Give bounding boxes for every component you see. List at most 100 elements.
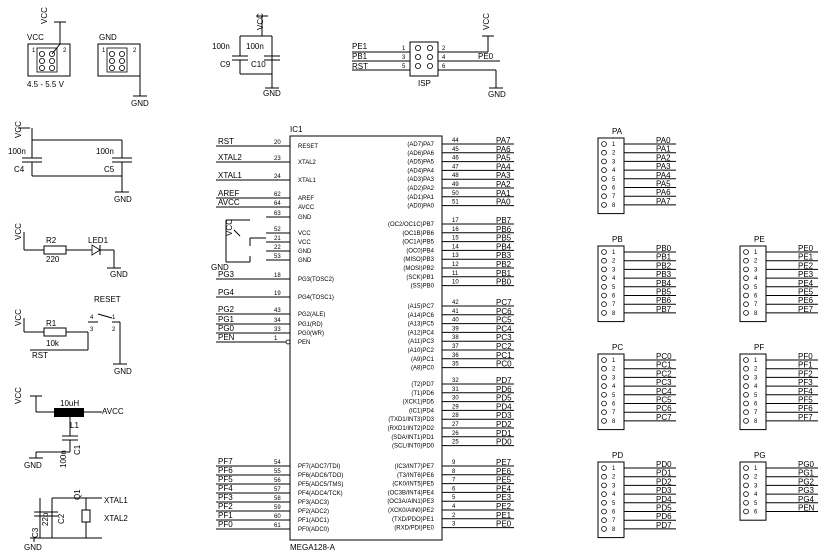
svg-text:RST: RST [352,62,368,71]
svg-text:VCC: VCC [225,219,234,236]
header-net: PE1 [798,253,814,262]
port-header-title: PA [612,127,623,136]
mcu-right-pin-name: (TXD/PDO)PE1 [392,517,435,523]
header-pin-num: 7 [754,410,758,416]
header-net: PEN [798,504,815,513]
header-net: PE2 [798,261,814,270]
mcu-right-pin-num: 3 [452,522,456,528]
header-net: PD7 [656,521,672,530]
header-net: PB2 [656,261,672,270]
mcu-right-pin-name: (AD4)PA4 [407,168,434,174]
header-pin [743,257,749,264]
mcu-right-pin-name: (A11)PC3 [408,339,435,345]
mcu-left-pin-name: PF2(ADC2) [298,509,329,515]
mcu-right-net: PE2 [496,502,512,511]
mcu-left-net: AVCC [218,198,240,207]
mcu-left-pin-num: 58 [274,496,281,502]
header-net: PA2 [656,153,671,162]
mcu-left-pin-num: 20 [274,140,281,146]
header-pin-num: 8 [612,527,616,533]
power-headers: VCC VCC 1 2 4.5 - 5.5 V GND 1 2 GND [27,7,149,108]
header-pin [743,383,749,389]
svg-text:1: 1 [102,48,106,54]
svg-text:6: 6 [442,64,446,70]
header-connector [739,353,767,431]
header-net: PE7 [798,305,814,314]
svg-text:GND: GND [263,89,281,98]
header-net: PF0 [798,352,813,361]
mcu-left-pin-num: 18 [274,273,281,279]
header-connector [739,245,767,323]
header-net: PA7 [656,197,671,206]
mcu-left-net: XTAL2 [218,153,242,162]
mcu-right-pin-name: (SS)PB0 [411,284,435,290]
header-pin [601,158,607,165]
mcu-right-net: PE6 [496,467,512,476]
mcu-left-pin-num: 23 [274,156,281,162]
header-pin-num: 2 [612,151,616,157]
mcu-left-pin-name: PF0(ADC0) [298,527,329,533]
svg-text:GND: GND [24,543,42,552]
mcu-left-net: PF4 [218,484,233,493]
header-pin-num: 3 [612,267,616,273]
header-pin-num: 5 [612,285,616,291]
mcu-right-pin-name: (RXD/PDI)PE0 [394,526,434,532]
header-pin-num: 7 [612,302,616,308]
mcu-left-net: PF3 [218,493,233,502]
mcu-left-pin-name: RESET [298,144,318,150]
mcu-right-pin-num: 38 [452,335,459,341]
header-net: PC5 [656,396,672,405]
header-pin [743,465,749,471]
svg-text:2: 2 [442,46,446,52]
c9-value: 100n [212,42,230,51]
mcu-right-pin-num: 41 [452,309,459,315]
svg-text:22p: 22p [41,512,50,526]
mcu-right-net: PB1 [496,269,512,278]
mcu-right-net: PD7 [496,376,512,385]
mcu-left-pin-num: 19 [274,291,281,297]
header-pin [601,517,607,523]
decoupling-caps-left: VCC 100n C4 100n C5 GND [8,121,132,204]
mcu-left-pin-num: 55 [274,469,281,475]
avcc-filter: VCC 10uH L1 AVCC 100n C1 GND [14,387,124,470]
mcu-right-net: PB2 [496,260,512,269]
mcu-right-pin-num: 17 [452,218,459,224]
mcu-left-pin-name: PG3(TOSC2) [298,277,334,283]
header-net: PF3 [798,378,813,387]
mcu-right-pin-name: (A10)PC2 [408,348,435,354]
mcu-right-pin-name: (CK0/INT5)PE5 [392,482,434,488]
mcu-right-pin-name: (OC1A)PB5 [402,240,434,246]
svg-text:100n: 100n [8,147,26,156]
header-pin [743,409,749,416]
l1-inductor [54,408,84,417]
mcu-right-pin-name: (AD1)PA1 [407,195,434,201]
header-pin [601,508,607,515]
mcu-right-pin-num: 25 [452,440,459,446]
svg-text:1: 1 [112,315,116,321]
mcu-right-net: PD4 [496,402,512,411]
header-pin-num: 3 [612,375,616,381]
svg-text:RST: RST [32,351,48,360]
header-pin [601,418,607,424]
header-pin-num: 7 [612,194,616,200]
header-pin [601,409,607,416]
svg-text:GND: GND [114,195,132,204]
header-net: PF2 [798,369,813,378]
mcu-right-pin-num: 4 [452,504,456,510]
mcu-right-net: PD5 [496,394,512,403]
mcu-right-pin-num: 47 [452,164,459,170]
header-pin-num: 7 [754,302,758,308]
mcu-left-pin-num: 33 [274,327,281,333]
header-net: PD1 [656,469,672,478]
header-pin [743,491,749,497]
mcu-right-pin-name: (OC3B/INT4)PE4 [388,490,435,496]
crystal-circuit: Q1 22p C2 C3 XTAL1 XTAL2 GND [24,489,128,552]
header-pin [601,357,607,363]
mcu-right-net: PA4 [496,162,511,171]
header-pin-num: 4 [612,168,616,174]
mcu-left-net: XTAL1 [218,171,242,180]
header-pin [601,365,607,372]
